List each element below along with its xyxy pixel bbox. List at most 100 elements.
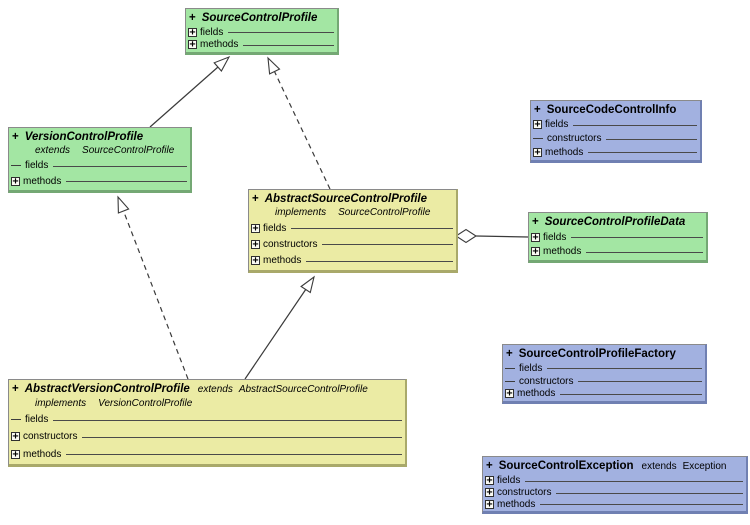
compartment-rule [547, 368, 702, 370]
compartment-rule [306, 260, 453, 262]
compartment-label: methods [543, 246, 582, 258]
supertype-name: AbstractSourceControlProfile [238, 384, 368, 395]
expand-icon[interactable]: + [251, 238, 260, 250]
expand-icon[interactable]: + [11, 431, 20, 443]
class-title: + AbstractVersionControlProfile extends Abs… [9, 380, 405, 397]
row-fields: +fields [251, 220, 456, 236]
row-constructors: constructors [533, 132, 700, 146]
compartment-label: fields [543, 231, 567, 243]
compartment-rule [606, 138, 697, 140]
compartment-rule [525, 480, 743, 482]
expand-icon[interactable]: + [485, 487, 494, 498]
row-methods: +methods [485, 498, 746, 510]
realization-abstractsourcecontrolprofile-to-sourcecontrolprofile [267, 56, 331, 190]
expand-icon[interactable]: + [485, 498, 494, 510]
compartment-rule [322, 244, 453, 246]
class-box-source-control-profile[interactable]: + SourceControlProfile+fields+methods [185, 8, 339, 55]
class-name: SourceCodeControlInfo [546, 104, 677, 116]
row-methods: +methods [188, 39, 337, 52]
row-fields: +fields [485, 475, 746, 487]
expand-icon[interactable]: + [188, 26, 197, 38]
expand-icon[interactable]: + [251, 222, 260, 234]
row-fields: +fields [531, 230, 706, 245]
class-name: SourceControlProfileFactory [518, 348, 676, 360]
visibility-public-sign: + [486, 460, 493, 472]
expand-icon[interactable]: + [505, 388, 514, 400]
compartment-rule [66, 181, 187, 183]
compartment-label: fields [519, 362, 543, 374]
compartment-label: fields [25, 160, 49, 172]
compartments: +fields+constructors+methods [483, 474, 746, 511]
compartments: +fields+methods [186, 25, 337, 52]
class-name: AbstractSourceControlProfile [264, 193, 428, 205]
empty-compartment-mark [505, 367, 515, 369]
compartment-label: methods [200, 39, 239, 51]
compartment-label: methods [263, 255, 302, 267]
generalization-abstractversioncontrolprofile-to-abstractsourcecontrolprofile [244, 275, 315, 380]
compartment-rule [82, 436, 402, 438]
row-methods: +methods [533, 145, 700, 159]
compartments: +fields+constructors+methods [249, 219, 456, 270]
expand-icon[interactable]: + [251, 255, 260, 267]
row-fields: fields [505, 362, 705, 375]
compartment-label: constructors [23, 431, 78, 443]
row-methods: +methods [11, 174, 190, 190]
class-name: AbstractVersionControlProfile [24, 383, 190, 395]
expand-icon[interactable]: + [11, 448, 20, 460]
supertype-name: SourceControlProfile [338, 207, 431, 218]
supertype-name: SourceControlProfile [82, 145, 175, 156]
compartment-label: fields [263, 222, 287, 234]
generalization-versioncontrolprofile-to-sourcecontrolprofile [149, 55, 231, 128]
compartment-label: constructors [263, 238, 318, 250]
row-methods: +methods [251, 253, 456, 269]
row-constructors: +constructors [485, 487, 746, 499]
compartment-label: methods [517, 388, 556, 400]
extends-clause: extends AbstractSourceControlProfile [198, 383, 368, 397]
row-fields: fields [11, 411, 405, 428]
compartment-label: fields [545, 119, 569, 131]
visibility-public-sign: + [252, 193, 259, 205]
compartment-rule [53, 419, 402, 421]
expand-icon[interactable]: + [11, 175, 20, 187]
class-name: SourceControlProfile [201, 12, 318, 24]
expand-icon[interactable]: + [531, 246, 540, 258]
extends-keyword: extends [641, 461, 677, 472]
supertype-name: VersionControlProfile [98, 398, 193, 409]
extends-keyword: extends [197, 384, 233, 395]
visibility-public-sign: + [12, 383, 19, 395]
hollow-triangle-arrowhead [117, 195, 130, 214]
compartment-label: constructors [547, 133, 602, 144]
class-box-abstract-version-control-profile[interactable]: + AbstractVersionControlProfile extends Abs… [8, 379, 407, 467]
hollow-triangle-arrowhead [300, 275, 315, 294]
implements-keyword: implements [275, 207, 327, 218]
expand-icon[interactable]: + [533, 119, 542, 131]
expand-icon[interactable]: + [531, 231, 540, 243]
compartment-label: methods [23, 175, 62, 187]
expand-icon[interactable]: + [485, 475, 494, 487]
class-box-source-control-profile-data[interactable]: +SourceControlProfileData+fields+methods [528, 212, 708, 263]
compartment-rule [571, 237, 703, 239]
expand-icon[interactable]: + [188, 39, 197, 51]
compartment-rule [588, 152, 697, 154]
compartment-rule [556, 492, 743, 494]
expand-icon[interactable]: + [533, 146, 542, 158]
hollow-triangle-arrowhead [213, 55, 231, 72]
implements-keyword: implements [35, 398, 87, 409]
row-constructors: +constructors [11, 428, 405, 445]
row-constructors: constructors [505, 375, 705, 388]
class-box-abstract-source-control-profile[interactable]: + AbstractSourceControlProfile implements S… [248, 189, 458, 273]
compartments: fields +methods [9, 157, 190, 190]
compartment-rule [228, 32, 334, 34]
class-title: +VersionControlProfile [9, 128, 190, 144]
row-methods: +methods [505, 387, 705, 400]
compartment-label: fields [497, 475, 521, 487]
compartment-rule [66, 454, 402, 456]
